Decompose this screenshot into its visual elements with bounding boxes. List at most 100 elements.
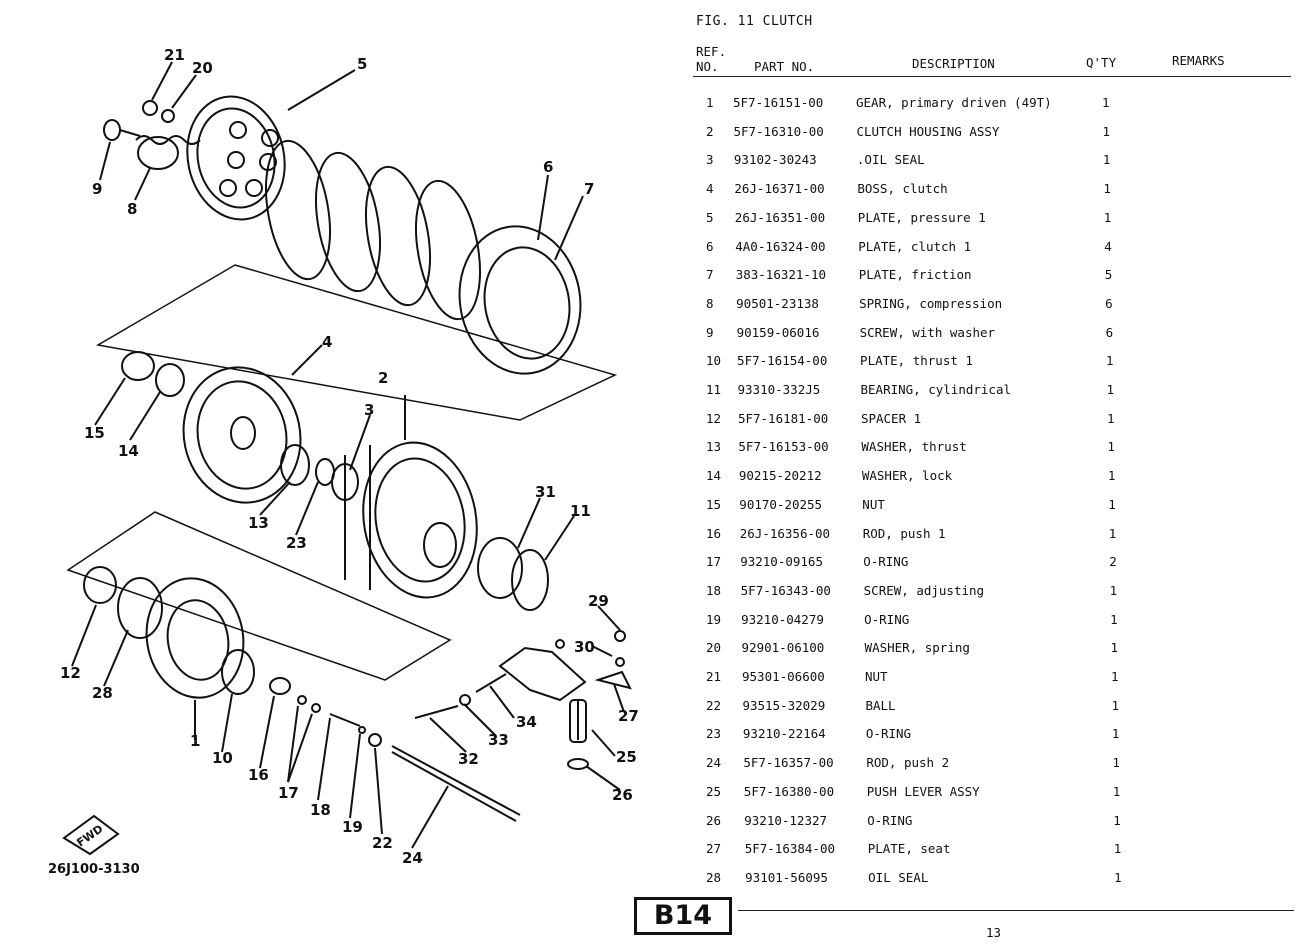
callout-6: 6 (543, 158, 553, 176)
cell-qty: 1 (1110, 611, 1118, 627)
callout-33: 33 (488, 731, 509, 749)
cell-ref: 28 (706, 869, 722, 885)
callout-25: 25 (616, 748, 637, 766)
cell-ref: 18 (706, 582, 722, 598)
header-ref-no: REF. NO. (696, 44, 726, 74)
cell-part-no: 90501-23138 (736, 295, 819, 311)
callout-21: 21 (164, 46, 185, 64)
cell-description: PLATE, seat (867, 841, 951, 857)
cell-ref: 27 (706, 841, 722, 857)
cell-part-no: 93210-09165 (740, 554, 823, 570)
cell-description: SPACER 1 (860, 410, 922, 426)
cell-ref: 22 (706, 697, 722, 713)
cell-qty: 1 (1113, 841, 1122, 857)
cell-qty: 6 (1105, 295, 1113, 311)
cell-ref: 7 (706, 267, 714, 283)
cell-ref: 24 (706, 755, 722, 771)
header-remarks: REMARKS (1172, 53, 1225, 68)
cell-part-no: 26J-16356-00 (739, 525, 831, 541)
cell-qty: 1 (1111, 726, 1120, 742)
cell-qty: 1 (1106, 410, 1115, 426)
cell-qty: 4 (1104, 238, 1112, 254)
cell-qty: 2 (1109, 554, 1117, 570)
cell-description: CLUTCH HOUSING ASSY (856, 123, 1000, 139)
cell-qty: 1 (1103, 209, 1112, 225)
cell-description: WASHER, lock (861, 468, 953, 484)
cell-part-no: 26J-16351-00 (734, 209, 826, 225)
cell-qty: 1 (1114, 869, 1122, 885)
cell-part-no: 93210-12327 (744, 812, 828, 828)
cell-description: SCREW, adjusting (863, 582, 985, 598)
cell-description: GEAR, primary driven (49T) (856, 95, 1052, 110)
cell-description: .OIL SEAL (856, 152, 925, 168)
callout-1: 1 (190, 732, 200, 750)
cell-part-no: 93310-332J5 (737, 382, 821, 397)
cell-description: O-RING (867, 812, 913, 828)
cell-qty: 1 (1102, 95, 1110, 110)
cell-qty: 1 (1102, 152, 1111, 168)
cell-description: SCREW, with washer (859, 324, 996, 340)
cell-ref: 20 (706, 640, 722, 656)
cell-part-no: 90159-06016 (736, 324, 820, 340)
cell-qty: 1 (1107, 468, 1116, 484)
callout-26: 26 (612, 786, 633, 804)
cell-ref: 13 (706, 439, 722, 455)
cell-part-no: 383-16321-10 (735, 267, 826, 283)
header-no: NO. (696, 59, 719, 74)
cell-description: PLATE, thrust 1 (860, 353, 973, 369)
callout-24: 24 (402, 849, 423, 867)
cell-part-no: 93210-04279 (741, 611, 824, 627)
callout-31: 31 (535, 483, 556, 501)
header-divider (693, 76, 1291, 77)
cell-qty: 1 (1112, 755, 1120, 771)
cell-ref: 5 (706, 209, 714, 225)
cell-qty: 1 (1110, 640, 1119, 656)
cell-qty: 5 (1104, 267, 1113, 283)
cell-qty: 1 (1109, 582, 1118, 598)
cell-qty: 1 (1112, 783, 1121, 799)
cell-description: ROD, push 2 (866, 755, 950, 771)
cell-ref: 25 (706, 783, 722, 799)
callout-17: 17 (278, 784, 299, 802)
cell-part-no: 5F7-16151-00 (733, 95, 824, 110)
callout-16: 16 (248, 766, 269, 784)
cell-description: PLATE, friction (858, 267, 972, 283)
table-row: 27 5F7-16384-00 PLATE, seat 1 (0, 841, 1296, 861)
cell-description: SPRING, compression (859, 295, 1003, 311)
footer-divider (738, 910, 1294, 911)
callout-27: 27 (618, 707, 639, 725)
cell-part-no: 90215-20212 (738, 468, 822, 484)
callout-14: 14 (118, 442, 139, 460)
cell-ref: 2 (706, 123, 714, 139)
cell-part-no: 5F7-16380-00 (743, 783, 835, 799)
cell-description: BALL (865, 697, 896, 713)
callout-30: 30 (574, 638, 595, 656)
cell-part-no: 93101-56095 (745, 869, 828, 885)
callout-12: 12 (60, 664, 81, 682)
header-part-no: PART NO. (754, 59, 815, 74)
callout-29: 29 (588, 592, 609, 610)
cell-ref: 14 (706, 468, 722, 484)
callout-3: 3 (364, 401, 374, 419)
cell-description: WASHER, spring (864, 640, 970, 656)
callout-20: 20 (192, 59, 213, 77)
cell-part-no: 5F7-16384-00 (744, 841, 835, 857)
cell-part-no: 93515-32029 (742, 697, 826, 713)
cell-qty: 1 (1113, 812, 1121, 828)
cell-part-no: 95301-06600 (742, 669, 825, 684)
cell-description: O-RING (863, 554, 909, 570)
table-row: 7 383-16321-10 PLATE, friction 5 (0, 267, 1296, 287)
callout-7: 7 (584, 180, 594, 198)
